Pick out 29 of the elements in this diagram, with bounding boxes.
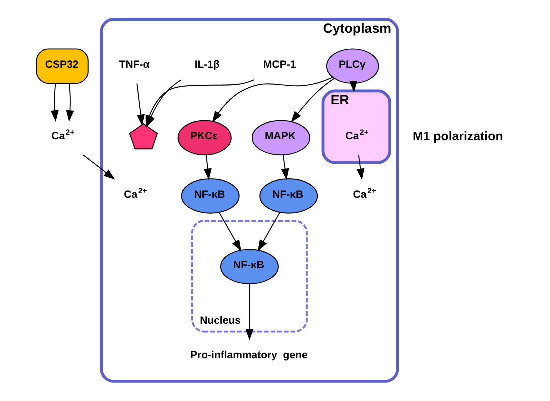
- arrow: [218, 212, 242, 252]
- node-text: IL-1β: [194, 59, 220, 72]
- node-ellipse: PKCε: [177, 120, 232, 156]
- node-ellipse: NF-κB: [259, 178, 318, 214]
- arrow: [245, 284, 254, 341]
- node-ellipse: NF-κB: [220, 249, 278, 285]
- node-text: TNF-α: [118, 59, 150, 72]
- arrow: [136, 83, 144, 126]
- arrow: [257, 212, 280, 252]
- node-text: Ca$^{2+}$: [51, 128, 74, 143]
- node-ellipse: NF-κB: [180, 178, 240, 214]
- node-text: Ca$^{2+}$: [124, 186, 147, 201]
- node-ellipse: MAPK: [251, 120, 310, 156]
- label: M1 polarization: [412, 129, 503, 144]
- node-text: Pro-inflammatory gene: [190, 349, 308, 362]
- arrow: [203, 154, 212, 180]
- arrow: [212, 77, 333, 123]
- arrow: [356, 154, 364, 180]
- arrow: [66, 83, 74, 122]
- arrow: [280, 154, 289, 180]
- arrow: [290, 78, 335, 123]
- node-text: Ca$^{2+}$: [345, 128, 368, 143]
- node-text: MCP-1: [263, 59, 296, 72]
- node-box: CSP32: [36, 48, 88, 84]
- arrow: [349, 80, 358, 93]
- arrow: [50, 83, 58, 122]
- arrow: [82, 154, 115, 180]
- node-pentagon: [128, 124, 158, 150]
- node-text: Ca$^{2+}$: [352, 186, 376, 201]
